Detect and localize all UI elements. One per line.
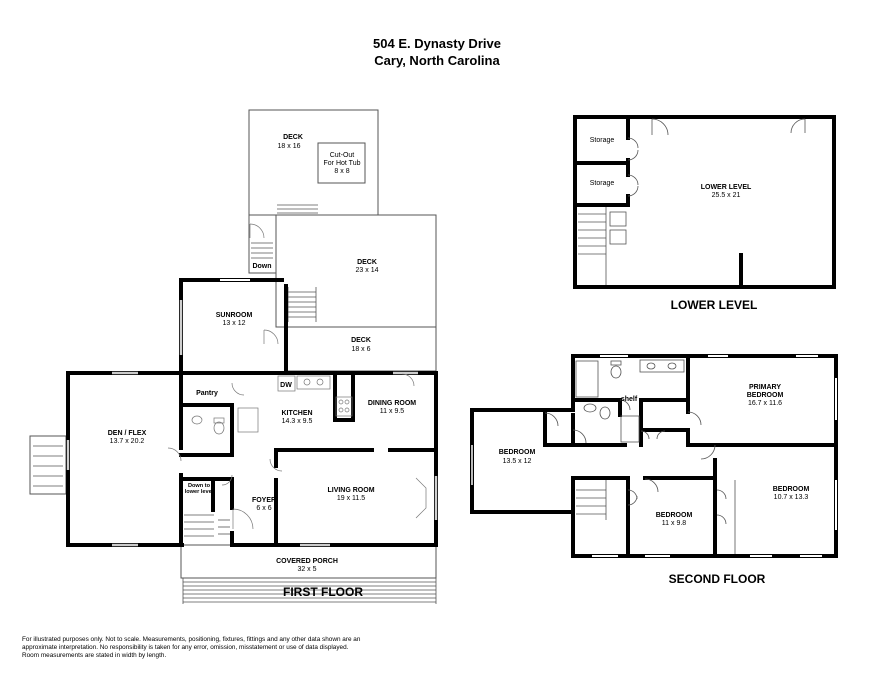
kitchen-dims: 14.3 x 9.5: [282, 418, 313, 425]
storage-top-label: Storage: [590, 137, 615, 144]
foyer-dims: 6 x 6: [256, 505, 271, 512]
sunroom-label: SUNROOM: [216, 312, 253, 319]
living-room-dims: 19 x 11.5: [337, 495, 365, 502]
middle-deck-label: DECK: [357, 259, 377, 266]
hot-tub-cutout: [317, 142, 366, 184]
primary-bedroom-dims: 16.7 x 11.6: [748, 400, 782, 407]
disclaimer: For illustrated purposes only. Not to sc…: [22, 636, 442, 660]
den-exterior-stairs: [29, 435, 67, 495]
sunroom-dims: 13 x 12: [223, 320, 246, 327]
dishwasher: [277, 375, 296, 392]
kitchen-sink: [296, 375, 331, 390]
first-floor-plan: DECK 18 x 16 Cut-Out For Hot Tub 8 x 8 D…: [29, 109, 438, 604]
bedroom-left-label: BEDROOM: [499, 449, 536, 456]
deck-down-label: Down: [252, 263, 271, 270]
upper-deck-label: DECK: [283, 134, 303, 141]
covered-porch-label: COVERED PORCH: [276, 558, 338, 565]
deck-stair-landing: [248, 214, 277, 274]
shelf-label: shelf: [621, 396, 638, 403]
down-to-lower-label-2: lower level: [185, 489, 214, 495]
lower-level-room-dims: 25.5 x 21: [712, 192, 741, 199]
pantry-label: Pantry: [196, 390, 218, 397]
primary-bedroom-label-2: BEDROOM: [747, 392, 784, 399]
down-to-lower-label-1: Down to: [188, 483, 211, 489]
kitchen-range: [335, 396, 353, 417]
hot-tub-label-2: For Hot Tub: [324, 160, 361, 167]
second-floor-title: SECOND FLOOR: [669, 572, 766, 586]
dishwasher-label: DW: [280, 382, 292, 389]
lower-deck-dims: 18 x 6: [351, 346, 370, 353]
primary-bedroom-label-1: PRIMARY: [749, 384, 781, 391]
foyer-label: FOYER: [252, 497, 276, 504]
first-floor-sink: [191, 415, 203, 425]
dining-room-label: DINING ROOM: [368, 400, 416, 407]
address-line-2: Cary, North Carolina: [374, 53, 500, 68]
hot-tub-label-1: Cut-Out: [330, 152, 355, 159]
second-floor-plan: PRIMARY BEDROOM 16.7 x 11.6 shelf BEDROO…: [470, 354, 838, 586]
den-flex-dims: 13.7 x 20.2: [110, 438, 145, 445]
dining-room-dims: 11 x 9.5: [380, 408, 404, 415]
middle-deck-dims: 23 x 14: [356, 267, 379, 274]
den-flex-label: DEN / FLEX: [108, 430, 147, 437]
lower-deck-label: DECK: [351, 337, 371, 344]
fridge: [237, 407, 259, 433]
bedroom-right-label: BEDROOM: [773, 486, 810, 493]
kitchen-label: KITCHEN: [281, 410, 312, 417]
lower-level-room-label: LOWER LEVEL: [701, 184, 752, 191]
lower-level-plan: Storage Storage LOWER LEVEL 25.5 x 21 LO…: [573, 115, 836, 312]
lower-level-title: LOWER LEVEL: [671, 298, 758, 312]
first-floor-title: FIRST FLOOR: [283, 585, 363, 599]
bedroom-center-dims: 11 x 9.8: [662, 520, 686, 527]
bedroom-left-dims: 13.5 x 12: [503, 458, 532, 465]
storage-bottom-label: Storage: [590, 180, 615, 187]
first-floor-toilet: [213, 421, 225, 435]
fireplace: [415, 477, 427, 519]
upper-deck-dims: 18 x 16: [278, 143, 301, 150]
disclaimer-line-2: approximate interpretation. No responsib…: [22, 644, 349, 651]
bedroom-center-label: BEDROOM: [656, 512, 693, 519]
disclaimer-line-1: For illustrated purposes only. Not to sc…: [22, 636, 361, 643]
living-room-label: LIVING ROOM: [327, 487, 374, 494]
bedroom-right-dims: 10.7 x 13.3: [774, 494, 809, 501]
address-line-1: 504 E. Dynasty Drive: [373, 36, 501, 51]
hot-tub-label-3: 8 x 8: [334, 168, 349, 175]
covered-porch-dims: 32 x 5: [297, 566, 316, 573]
disclaimer-line-3: Room measurements are stated in width by…: [22, 652, 167, 659]
